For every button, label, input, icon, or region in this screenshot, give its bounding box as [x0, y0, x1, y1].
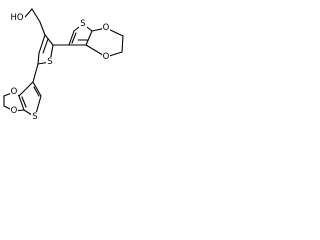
bond-edot1-a [68, 30, 75, 46]
atom-s-lower-left: S [31, 112, 39, 122]
oxygen-lower-left-bottom-label: O [11, 106, 18, 116]
bond-edot1-d [85, 30, 93, 46]
bond-edot2-c [18, 95, 25, 111]
bond-ring-c3-c4 [38, 34, 46, 54]
atom-s-central: S [46, 57, 54, 67]
bond-ring-c5-c4 [37, 52, 40, 65]
bond-chain-1 [31, 8, 41, 23]
sulfur-lower-left-label: S [32, 112, 37, 122]
atom-s-upper-right: S [79, 19, 87, 29]
bond-edot2-c-inner [21, 96, 27, 108]
atom-o-upper-right-top: O [102, 23, 110, 33]
oxygen-upper-right-top-label: O [103, 23, 110, 33]
structure-canvas: HO S S O O S O O [0, 0, 152, 152]
bond-diox1-c [121, 35, 124, 53]
atom-o-upper-right-bottom: O [102, 52, 110, 62]
oxygen-lower-left-top-label: O [11, 87, 18, 97]
atom-o-lower-left-bottom: O [10, 106, 18, 116]
bonds [3, 8, 124, 118]
hydroxyl-label: HO [10, 13, 23, 23]
sulfur-upper-right-label: S [80, 19, 85, 29]
bond-edot1-a-inner [71, 32, 77, 44]
bond-edot2-a [18, 81, 34, 97]
atom-o-lower-left-top: O [10, 87, 18, 97]
bond-o-c [24, 8, 33, 18]
bond-link-left [32, 63, 39, 83]
bond-ring-c3-c4-inner [42, 38, 49, 54]
bond-edot2-b-inner [33, 86, 40, 97]
atom-labels: HO S S O O S O O [10, 13, 110, 122]
oxygen-upper-right-bottom-label: O [103, 52, 110, 62]
sulfur-central-label: S [47, 57, 52, 67]
bond-ring-c3-c2 [44, 34, 54, 46]
bond-edot2-b [32, 81, 42, 97]
chemical-structure: HO S S O O S O O [3, 8, 124, 122]
bond-chain-2 [39, 21, 46, 36]
atom-hydroxyl: HO [10, 13, 25, 23]
